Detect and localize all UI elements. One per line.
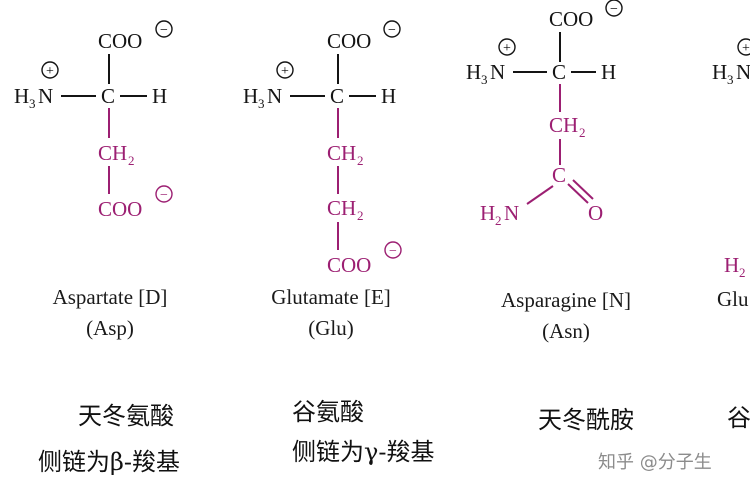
- asparagine-amide-n: N: [504, 201, 519, 225]
- asparagine-name: Asparagine [N]: [501, 288, 631, 312]
- glutamate-h-sub: 3: [258, 96, 265, 111]
- asparagine-bond-carbonyl-1: [567, 183, 589, 204]
- aspartate-alpha-c: C: [101, 84, 115, 108]
- aspartate-side-charge-circle: [155, 185, 173, 203]
- aspartate-h: H: [14, 84, 29, 108]
- partial-amine-charge-circle: [737, 38, 750, 56]
- asparagine-structure: COO − + H 3 N C H CH 2 C H 2 N O Asparag…: [466, 0, 634, 434]
- aspartate-amine-charge: +: [46, 64, 54, 79]
- asparagine-coo-top: COO: [549, 7, 593, 31]
- asparagine-cn-name: 天冬酰胺: [538, 406, 634, 434]
- asparagine-amide-h: H: [480, 201, 495, 225]
- asparagine-amide-c: C: [552, 163, 566, 187]
- aspartate-abbr: (Asp): [86, 316, 134, 340]
- glutamate-top-charge-circle: [383, 20, 401, 38]
- aspartate-coo-side: COO: [98, 197, 142, 221]
- glutamate-alpha-h: H: [381, 84, 396, 108]
- aspartate-structure: COO − + H 3 N C H CH 2 COO − Aspartate […: [14, 20, 180, 476]
- asparagine-top-charge: −: [610, 2, 618, 17]
- aspartate-alpha-h: H: [152, 84, 167, 108]
- glutamate-cn-note: 侧链为γ-羧基: [292, 438, 434, 466]
- asparagine-amine-charge: +: [503, 41, 511, 56]
- asparagine-n: N: [490, 60, 505, 84]
- partial-amine-charge: +: [742, 41, 750, 56]
- asparagine-bond-carbonyl-2: [572, 179, 594, 200]
- partial-side-h-sub: 2: [739, 265, 746, 280]
- aspartate-cn-note: 侧链为β-羧基: [38, 448, 180, 476]
- partial-cn-name: 谷: [727, 404, 750, 432]
- glutamate-top-charge: −: [388, 23, 396, 38]
- asparagine-amine-charge-circle: [498, 38, 516, 56]
- asparagine-amide-h-sub: 2: [495, 213, 502, 228]
- aspartate-cn-name: 天冬氨酸: [78, 402, 174, 430]
- glutamate-coo-top: COO: [327, 29, 371, 53]
- aspartate-amine-charge-circle: [41, 61, 59, 79]
- partial-glutamine-structure: + H 3 N H 2 Glu 谷: [712, 38, 750, 432]
- glutamate-ch-1: CH: [327, 141, 356, 165]
- glutamate-ch-2-sub: 2: [357, 208, 364, 223]
- aspartate-h-sub: 3: [29, 96, 36, 111]
- glutamate-coo-side: COO: [327, 253, 371, 277]
- glutamate-cn-name: 谷氨酸: [292, 398, 364, 426]
- aspartate-n: N: [38, 84, 53, 108]
- glutamate-structure: COO − + H 3 N C H CH 2 CH 2 COO − Glutam…: [243, 20, 434, 466]
- asparagine-top-charge-circle: [605, 0, 623, 17]
- aspartate-coo-top: COO: [98, 29, 142, 53]
- asparagine-alpha-h: H: [601, 60, 616, 84]
- asparagine-carbonyl-o: O: [588, 201, 603, 225]
- glutamate-amine-charge: +: [281, 64, 289, 79]
- partial-name: Glu: [717, 287, 749, 311]
- glutamate-ch-2: CH: [327, 196, 356, 220]
- asparagine-h-sub: 3: [481, 72, 488, 87]
- aspartate-side-charge: −: [160, 188, 168, 203]
- asparagine-ch: CH: [549, 113, 578, 137]
- glutamate-side-charge-circle: [384, 241, 402, 259]
- aspartate-ch-sub: 2: [128, 153, 135, 168]
- glutamate-abbr: (Glu): [308, 316, 354, 340]
- partial-h-sub: 3: [727, 72, 734, 87]
- glutamate-alpha-c: C: [330, 84, 344, 108]
- watermark-text: 知乎 @分子生: [598, 452, 712, 473]
- glutamate-side-charge: −: [389, 244, 397, 259]
- asparagine-alpha-c: C: [552, 60, 566, 84]
- partial-side-h: H: [724, 253, 739, 277]
- asparagine-ch-sub: 2: [579, 125, 586, 140]
- asparagine-h: H: [466, 60, 481, 84]
- aspartate-top-charge: −: [160, 23, 168, 38]
- glutamate-ch-1-sub: 2: [357, 153, 364, 168]
- asparagine-bond-amide-n: [526, 185, 554, 205]
- partial-h: H: [712, 60, 727, 84]
- glutamate-amine-charge-circle: [276, 61, 294, 79]
- glutamate-n: N: [267, 84, 282, 108]
- glutamate-name: Glutamate [E]: [271, 285, 391, 309]
- aspartate-ch: CH: [98, 141, 127, 165]
- aspartate-top-charge-circle: [155, 20, 173, 38]
- glutamate-h: H: [243, 84, 258, 108]
- aspartate-name: Aspartate [D]: [53, 285, 168, 309]
- asparagine-abbr: (Asn): [542, 319, 590, 343]
- partial-n: N: [736, 60, 750, 84]
